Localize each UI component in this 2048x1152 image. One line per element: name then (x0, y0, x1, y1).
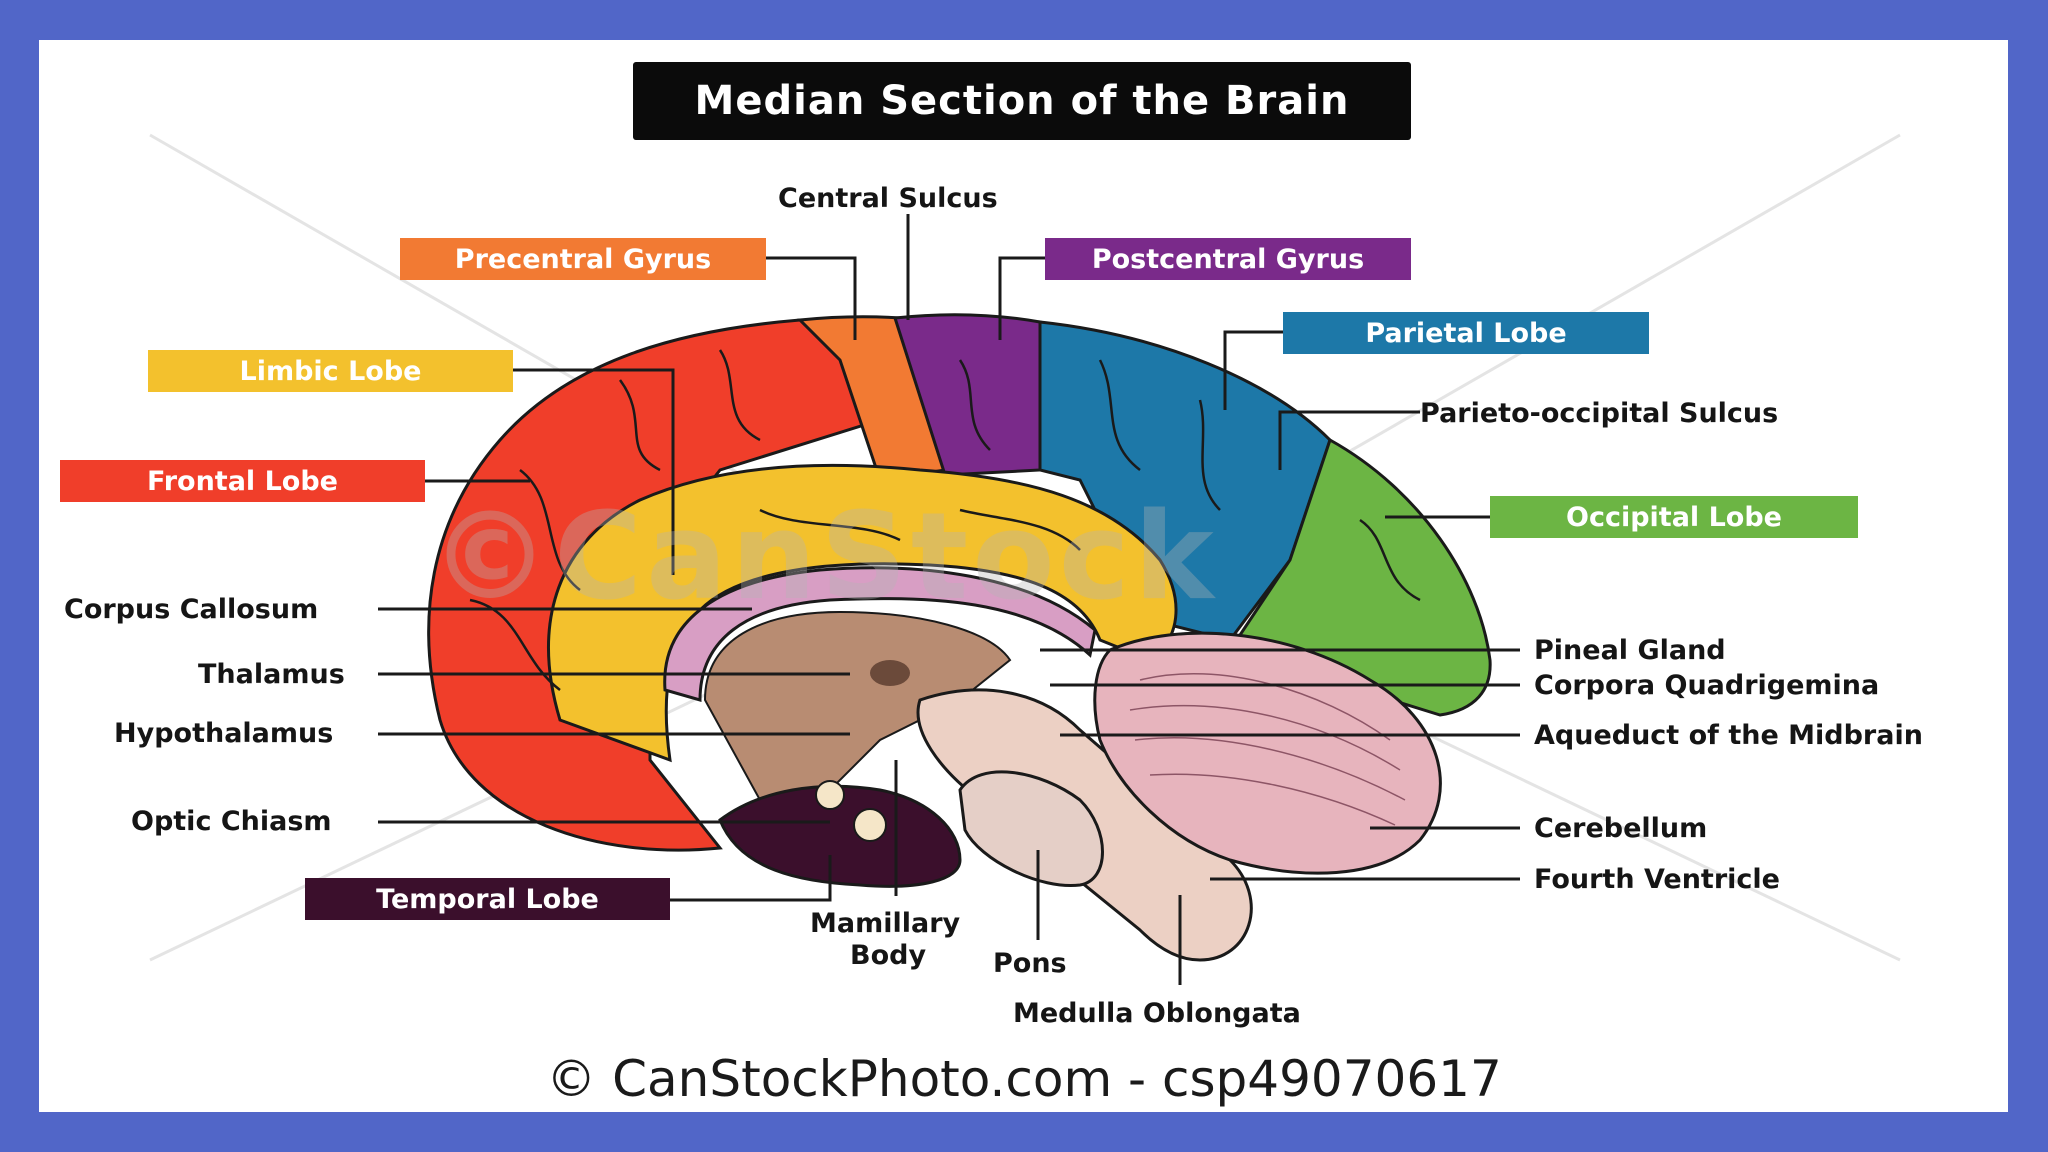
label-thalamus: Thalamus (198, 659, 345, 690)
label-corpus-callosum: Corpus Callosum (64, 594, 319, 625)
label-mamillary-line1: Mamillary (810, 908, 961, 939)
label-aqueduct-of-midbrain: Aqueduct of the Midbrain (1534, 720, 1923, 751)
label-mamillary-line2: Body (850, 940, 927, 971)
label-central-sulcus: Central Sulcus (778, 183, 998, 214)
label-pons: Pons (993, 948, 1067, 979)
label-medulla-oblongata: Medulla Oblongata (1013, 998, 1301, 1029)
copyright-credit: © CanStockPhoto.com - csp49070617 (546, 1050, 1502, 1108)
label-corpora-quadrigemina: Corpora Quadrigemina (1534, 670, 1880, 701)
tag-temporal-lobe: Temporal Lobe (305, 878, 670, 920)
pons-region (958, 770, 1104, 888)
tag-frontal-lobe: Frontal Lobe (60, 460, 425, 502)
label-cerebellum: Cerebellum (1534, 813, 1708, 844)
label-fourth-ventricle: Fourth Ventricle (1534, 864, 1780, 895)
tag-postcentral-gyrus: Postcentral Gyrus (1045, 238, 1411, 280)
gyri-lines (469, 349, 1421, 691)
label-parieto-occipital-sulcus: Parieto-occipital Sulcus (1420, 398, 1779, 429)
tag-limbic-lobe: Limbic Lobe (148, 350, 513, 392)
tag-precentral-gyrus: Precentral Gyrus (400, 238, 766, 280)
leader-lines (378, 214, 1520, 985)
thalamus-region (703, 610, 1012, 801)
label-hypothalamus: Hypothalamus (114, 718, 334, 749)
mamillary-body-shape (853, 808, 887, 842)
label-optic-chiasm: Optic Chiasm (131, 806, 332, 837)
optic-chiasm-shape (815, 780, 845, 810)
tag-occipital-lobe: Occipital Lobe (1490, 496, 1858, 538)
limbic-lobe-region (547, 463, 1178, 763)
tag-parietal-lobe: Parietal Lobe (1283, 312, 1649, 354)
temporal-lobe-region (718, 784, 962, 888)
parietal-lobe-region (1038, 320, 1332, 642)
thalamus-nucleus (870, 660, 910, 686)
label-pineal-gland: Pineal Gland (1534, 635, 1726, 666)
corpus-callosum-region (663, 566, 1097, 702)
diagram-title: Median Section of the Brain (633, 62, 1411, 140)
